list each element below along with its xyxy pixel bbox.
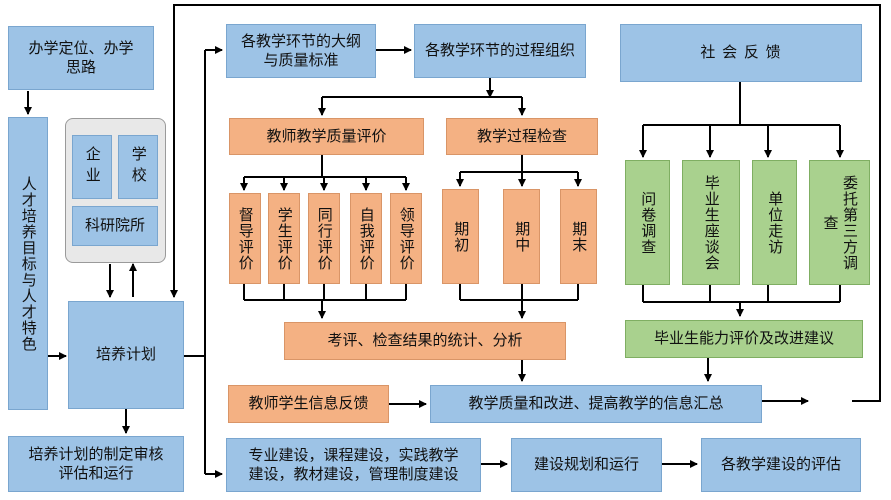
eval-method-label: 督导评价 bbox=[236, 206, 255, 271]
construction-eval-box: 各教学建设的评估 bbox=[701, 438, 861, 492]
eval-method-label: 自我评价 bbox=[357, 206, 376, 271]
check-phase-start: 期初 bbox=[442, 189, 479, 284]
check-phase-middle: 期中 bbox=[503, 189, 540, 284]
outline-standards-box: 各教学环节的大纲 与质量标准 bbox=[226, 24, 376, 78]
feedback-graduate-forum: 毕业生座谈会 bbox=[682, 160, 740, 285]
feedback-method-label: 单位走访 bbox=[766, 190, 785, 255]
eval-method-label: 学生评价 bbox=[275, 206, 294, 271]
enterprise-box: 企业 bbox=[72, 135, 112, 199]
feedback-employer-visit: 单位走访 bbox=[752, 160, 797, 285]
teacher-student-feedback-box: 教师学生信息反馈 bbox=[228, 385, 389, 423]
process-organization-box: 各教学环节的过程组织 bbox=[414, 24, 586, 78]
teaching-quality-eval-box: 教师教学质量评价 bbox=[229, 118, 424, 155]
eval-method-student: 学生评价 bbox=[268, 193, 300, 284]
plan-review-box: 培养计划的制定审核 评估和运行 bbox=[8, 436, 184, 492]
training-plan-box: 培养计划 bbox=[68, 301, 184, 409]
teaching-process-check-box: 教学过程检查 bbox=[446, 118, 598, 155]
institute-box: 科研院所 bbox=[72, 206, 158, 246]
talent-goal-box: 人才培养目标与人才特色 bbox=[8, 117, 48, 410]
school-box: 学校 bbox=[118, 135, 158, 199]
positioning-box: 办学定位、办学 思路 bbox=[8, 26, 154, 90]
check-phase-label: 期末 bbox=[570, 220, 589, 253]
social-feedback-box: 社 会 反 馈 bbox=[620, 24, 862, 82]
feedback-method-label: 问卷调查 bbox=[639, 190, 658, 255]
talent-goal-label: 人才培养目标与人才特色 bbox=[19, 175, 38, 352]
eval-method-supervisor: 督导评价 bbox=[229, 193, 261, 284]
feedback-third-party: 委托第三方调查 bbox=[809, 160, 870, 285]
check-phase-label: 期中 bbox=[513, 220, 532, 253]
construction-plan-box: 建设规划和运行 bbox=[511, 438, 662, 492]
check-phase-end: 期末 bbox=[560, 189, 597, 284]
eval-method-peer: 同行评价 bbox=[308, 193, 340, 284]
eval-method-label: 领导评价 bbox=[397, 206, 416, 271]
construction-box: 专业建设，课程建设，实践教学 建设，教材建设，管理制度建设 bbox=[226, 438, 481, 492]
graduate-eval-box: 毕业生能力评价及改进建议 bbox=[625, 320, 863, 358]
stats-analysis-box: 考评、检查结果的统计、分析 bbox=[284, 322, 566, 360]
feedback-questionnaire: 问卷调查 bbox=[625, 160, 670, 285]
info-summary-box: 教学质量和改进、提高教学的信息汇总 bbox=[430, 385, 762, 423]
eval-method-label: 同行评价 bbox=[315, 206, 334, 271]
eval-method-self: 自我评价 bbox=[350, 193, 382, 284]
eval-method-leader: 领导评价 bbox=[390, 193, 422, 284]
feedback-method-label: 毕业生座谈会 bbox=[702, 174, 721, 271]
check-phase-label: 期初 bbox=[452, 220, 471, 253]
feedback-method-label: 委托第三方调查 bbox=[821, 174, 860, 271]
